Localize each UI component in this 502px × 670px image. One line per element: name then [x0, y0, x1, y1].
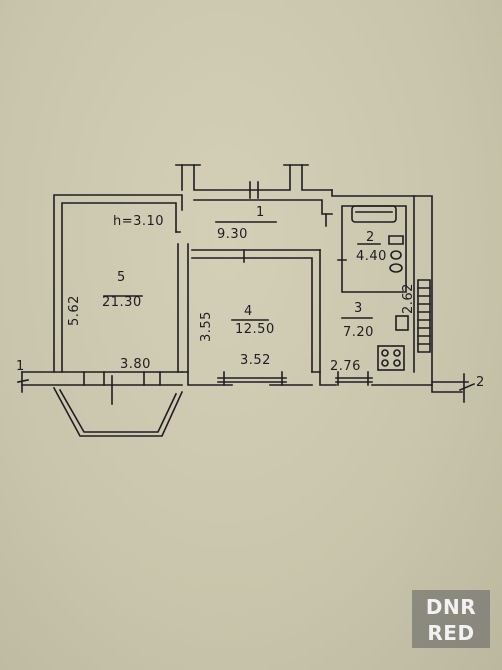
dim-room3-height: 2.62	[401, 283, 416, 314]
wall-bottom-end	[217, 377, 373, 383]
sink	[389, 263, 403, 273]
wall-room4-top	[191, 249, 321, 373]
counter-hatch	[417, 287, 431, 345]
kitchen-counter	[417, 279, 431, 353]
wall-partition-5-4	[177, 243, 189, 373]
room-5-area: 21.30	[102, 295, 142, 310]
wall-room5-inner	[61, 202, 177, 373]
room-5-number: 5	[117, 270, 126, 285]
bathtub	[351, 205, 397, 223]
wall-right-outer	[331, 189, 469, 383]
balcony	[52, 386, 184, 437]
dim-room3-width: 2.76	[330, 359, 361, 374]
dim-room5-width: 3.80	[120, 357, 151, 372]
toilet-tank	[388, 235, 404, 245]
room-2-number: 2	[366, 230, 375, 245]
toilet	[390, 250, 402, 260]
stove	[377, 345, 405, 371]
watermark-logo: DNR RED	[412, 590, 490, 648]
section-mark-right	[458, 373, 476, 403]
wall-bottom-right	[431, 381, 463, 393]
watermark-line-2: RED	[427, 621, 475, 645]
dim-room4-width: 3.52	[240, 353, 271, 368]
stove-burner-2	[393, 349, 401, 357]
ceiling-height-label: h=3.10	[113, 214, 164, 229]
section-mark-1: 1	[16, 359, 25, 374]
door-marks	[175, 181, 347, 263]
wall-top-corridor-inner	[193, 199, 333, 215]
wall-bottom-outer	[21, 371, 183, 386]
stove-burner-4	[393, 359, 401, 367]
section-mark-left	[17, 371, 29, 393]
wall-top-corridor	[181, 164, 333, 191]
window-ticks	[83, 371, 369, 386]
dim-room5-height: 5.62	[67, 295, 82, 326]
kitchen-sink	[395, 315, 409, 331]
watermark-line-1: DNR	[425, 595, 477, 619]
room-3-number: 3	[354, 301, 363, 316]
dim-room4-height: 3.55	[199, 311, 214, 342]
room-4-area: 12.50	[235, 322, 275, 337]
room-4-number: 4	[244, 304, 253, 319]
balcony-inner	[58, 388, 178, 433]
stove-burner-1	[381, 349, 389, 357]
section-mark-2: 2	[476, 375, 485, 390]
room-2-area: 4.40	[356, 249, 387, 264]
room-1-area: 9.30	[217, 227, 248, 242]
wall-bottom-mid	[181, 371, 433, 386]
room-3-area: 7.20	[343, 325, 374, 340]
room-1-number: 1	[256, 205, 265, 220]
wall-room5-outer	[53, 194, 183, 373]
stove-burner-3	[381, 359, 389, 367]
